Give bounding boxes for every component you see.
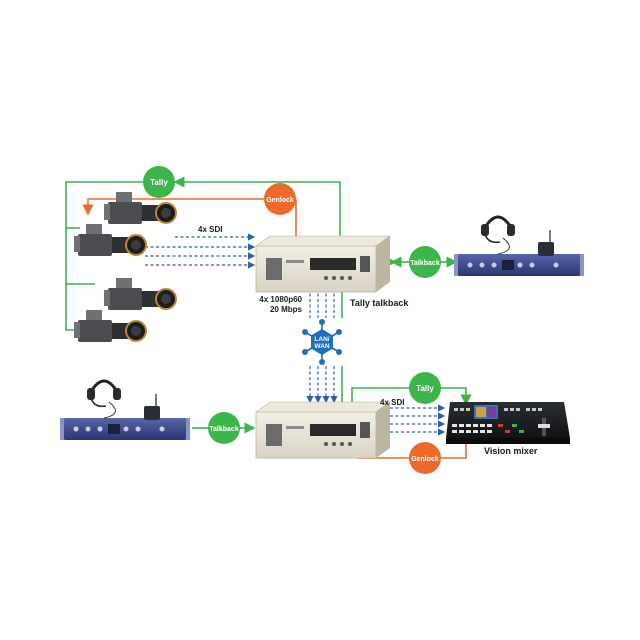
headset-icon — [481, 215, 515, 255]
tally-badge-top: Tally — [143, 166, 175, 198]
svg-text:Genlock: Genlock — [266, 197, 294, 204]
network-label-line1: LAN/ — [314, 336, 329, 343]
broadcast-camera-icon — [104, 278, 177, 310]
stream-label-line2: 20 Mbps — [270, 305, 303, 314]
svg-text:Talkback: Talkback — [410, 260, 440, 267]
decoder-unit-icon — [255, 401, 391, 459]
sdi-lines-top — [145, 233, 256, 269]
headset-icon — [87, 379, 121, 419]
tally-talkback-label: Tally talkback — [350, 298, 409, 308]
genlock-line-top — [82, 198, 297, 240]
sdi-label-top: 4x SDI — [198, 225, 222, 234]
genlock-badge-top: Genlock — [264, 183, 296, 215]
encoder-unit-icon — [255, 235, 391, 293]
vision-mixer-label: Vision mixer — [484, 446, 538, 456]
network-label-line2: WAN — [314, 343, 329, 350]
genlock-badge-bottom: Genlock — [409, 442, 441, 474]
network-hub-icon: LAN/ WAN — [302, 319, 342, 365]
tally-badge-bottom: Tally — [409, 372, 441, 404]
broadcast-camera-icon — [74, 224, 147, 256]
intercom-station-left — [60, 379, 190, 440]
sdi-label-bottom: 4x SDI — [380, 398, 404, 407]
tally-line-bottom — [351, 387, 472, 406]
broadcast-camera-icon — [104, 192, 177, 224]
talkback-badge-right: Talkback — [409, 246, 441, 278]
svg-text:Talkback: Talkback — [209, 426, 239, 433]
talkback-badge-left: Talkback — [208, 412, 240, 444]
stream-lines-lower — [306, 366, 338, 404]
intercom-station-right — [454, 215, 584, 276]
vision-mixer-icon — [446, 402, 570, 444]
camera-group — [74, 192, 177, 342]
svg-text:Genlock: Genlock — [411, 456, 439, 463]
stream-label-line1: 4x 1080p60 — [259, 295, 302, 304]
broadcast-camera-icon — [74, 310, 147, 342]
svg-text:Tally: Tally — [416, 384, 434, 393]
svg-text:Tally: Tally — [150, 178, 168, 187]
tally-line-top — [65, 176, 341, 331]
stream-lines-down — [309, 288, 335, 318]
sdi-lines-bottom — [390, 404, 446, 436]
